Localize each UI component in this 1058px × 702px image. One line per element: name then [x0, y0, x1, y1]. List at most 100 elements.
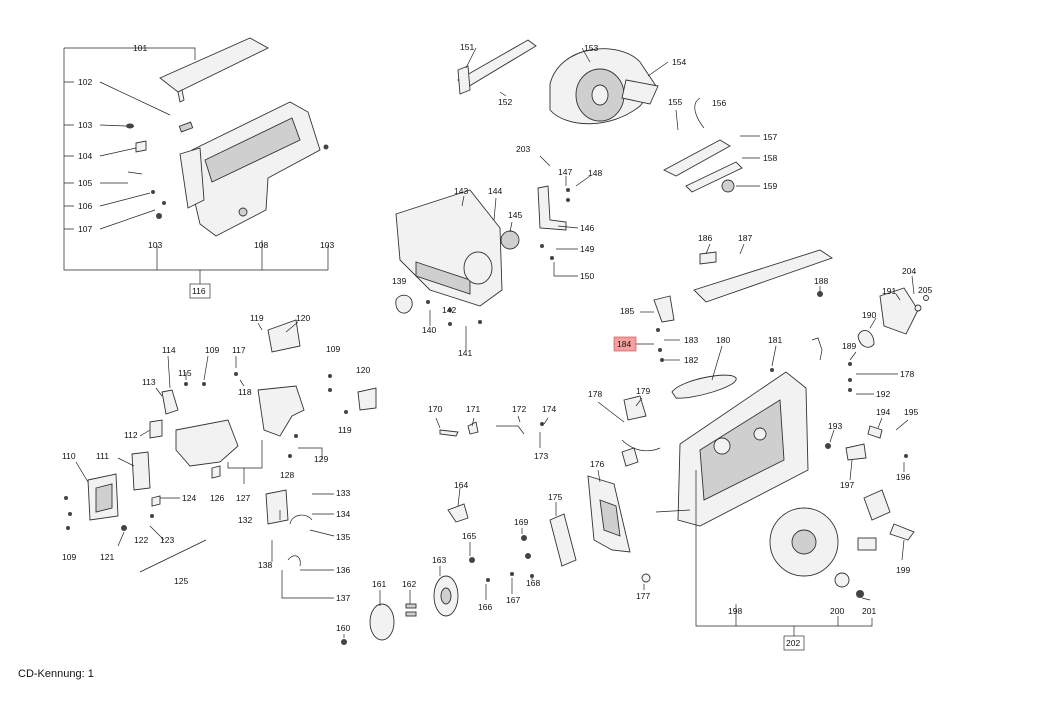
label-186[interactable]: 186 [698, 233, 712, 243]
label-184[interactable]: 184 [617, 339, 631, 349]
label-181[interactable]: 181 [768, 335, 782, 345]
label-114[interactable]: 114 [162, 345, 176, 355]
label-107[interactable]: 107 [78, 224, 92, 234]
label-201[interactable]: 201 [862, 606, 876, 616]
label-164[interactable]: 164 [454, 480, 468, 490]
label-123[interactable]: 123 [160, 535, 174, 545]
label-195[interactable]: 195 [904, 407, 918, 417]
label-157[interactable]: 157 [763, 132, 777, 142]
label-145[interactable]: 145 [508, 210, 522, 220]
label-121[interactable]: 121 [100, 552, 114, 562]
label-126[interactable]: 126 [210, 493, 224, 503]
label-194[interactable]: 194 [876, 407, 890, 417]
label-136[interactable]: 136 [336, 565, 350, 575]
label-167[interactable]: 167 [506, 595, 520, 605]
label-165[interactable]: 165 [462, 531, 476, 541]
label-168[interactable]: 168 [526, 578, 540, 588]
label-171[interactable]: 171 [466, 404, 480, 414]
label-150[interactable]: 150 [580, 271, 594, 281]
label-132[interactable]: 132 [238, 515, 252, 525]
label-205[interactable]: 205 [918, 285, 932, 295]
label-169[interactable]: 169 [514, 517, 528, 527]
label-108[interactable]: 108 [254, 240, 268, 250]
label-106[interactable]: 106 [78, 201, 92, 211]
label-137[interactable]: 137 [336, 593, 350, 603]
label-109b[interactable]: 109 [326, 344, 340, 354]
label-203[interactable]: 203 [516, 144, 530, 154]
label-115[interactable]: 115 [178, 368, 192, 378]
label-202[interactable]: 202 [786, 638, 800, 648]
label-160[interactable]: 160 [336, 623, 350, 633]
label-142[interactable]: 142 [442, 305, 456, 315]
label-143[interactable]: 143 [454, 186, 468, 196]
label-198[interactable]: 198 [728, 606, 742, 616]
label-119[interactable]: 119 [250, 313, 264, 323]
label-179[interactable]: 179 [636, 386, 650, 396]
label-154[interactable]: 154 [672, 57, 686, 67]
label-103c[interactable]: 103 [320, 240, 334, 250]
label-177[interactable]: 177 [636, 591, 650, 601]
label-185[interactable]: 185 [620, 306, 634, 316]
label-147[interactable]: 147 [558, 167, 572, 177]
label-204[interactable]: 204 [902, 266, 916, 276]
label-119b[interactable]: 119 [338, 425, 352, 435]
label-178b[interactable]: 178 [588, 389, 602, 399]
label-190[interactable]: 190 [862, 310, 876, 320]
label-166[interactable]: 166 [478, 602, 492, 612]
label-109[interactable]: 109 [205, 345, 219, 355]
label-116[interactable]: 116 [192, 286, 206, 296]
label-197[interactable]: 197 [840, 480, 854, 490]
label-188[interactable]: 188 [814, 276, 828, 286]
label-111[interactable]: 111 [96, 451, 109, 461]
label-124[interactable]: 124 [182, 493, 196, 503]
label-117[interactable]: 117 [232, 345, 246, 355]
label-125[interactable]: 125 [174, 576, 188, 586]
label-200[interactable]: 200 [830, 606, 844, 616]
label-170[interactable]: 170 [428, 404, 442, 414]
label-118[interactable]: 118 [238, 387, 252, 397]
label-156[interactable]: 156 [712, 98, 726, 108]
label-127[interactable]: 127 [236, 493, 250, 503]
label-149[interactable]: 149 [580, 244, 594, 254]
label-199[interactable]: 199 [896, 565, 910, 575]
label-191[interactable]: 191 [882, 286, 896, 296]
label-173[interactable]: 173 [534, 451, 548, 461]
label-122[interactable]: 122 [134, 535, 148, 545]
label-140[interactable]: 140 [422, 325, 436, 335]
label-133[interactable]: 133 [336, 488, 350, 498]
label-196[interactable]: 196 [896, 472, 910, 482]
label-120b[interactable]: 120 [356, 365, 370, 375]
label-103b[interactable]: 103 [148, 240, 162, 250]
label-158[interactable]: 158 [763, 153, 777, 163]
label-174[interactable]: 174 [542, 404, 556, 414]
label-192[interactable]: 192 [876, 389, 890, 399]
label-104[interactable]: 104 [78, 151, 92, 161]
label-134[interactable]: 134 [336, 509, 350, 519]
label-193[interactable]: 193 [828, 421, 842, 431]
label-172[interactable]: 172 [512, 404, 526, 414]
label-109c[interactable]: 109 [62, 552, 76, 562]
label-138[interactable]: 138 [258, 560, 272, 570]
label-178[interactable]: 178 [900, 369, 914, 379]
label-120[interactable]: 120 [296, 313, 310, 323]
label-163[interactable]: 163 [432, 555, 446, 565]
label-146[interactable]: 146 [580, 223, 594, 233]
label-176[interactable]: 176 [590, 459, 604, 469]
label-180[interactable]: 180 [716, 335, 730, 345]
label-148[interactable]: 148 [588, 168, 602, 178]
label-153[interactable]: 153 [584, 43, 598, 53]
label-112[interactable]: 112 [124, 430, 138, 440]
label-162[interactable]: 162 [402, 579, 416, 589]
label-110[interactable]: 110 [62, 451, 76, 461]
label-113[interactable]: 113 [142, 377, 156, 387]
label-175[interactable]: 175 [548, 492, 562, 502]
label-135[interactable]: 135 [336, 532, 350, 542]
label-187[interactable]: 187 [738, 233, 752, 243]
label-161[interactable]: 161 [372, 579, 386, 589]
label-105[interactable]: 105 [78, 178, 92, 188]
label-103[interactable]: 103 [78, 120, 92, 130]
label-155[interactable]: 155 [668, 97, 682, 107]
label-101[interactable]: 101 [133, 43, 147, 53]
label-189[interactable]: 189 [842, 341, 856, 351]
label-182[interactable]: 182 [684, 355, 698, 365]
